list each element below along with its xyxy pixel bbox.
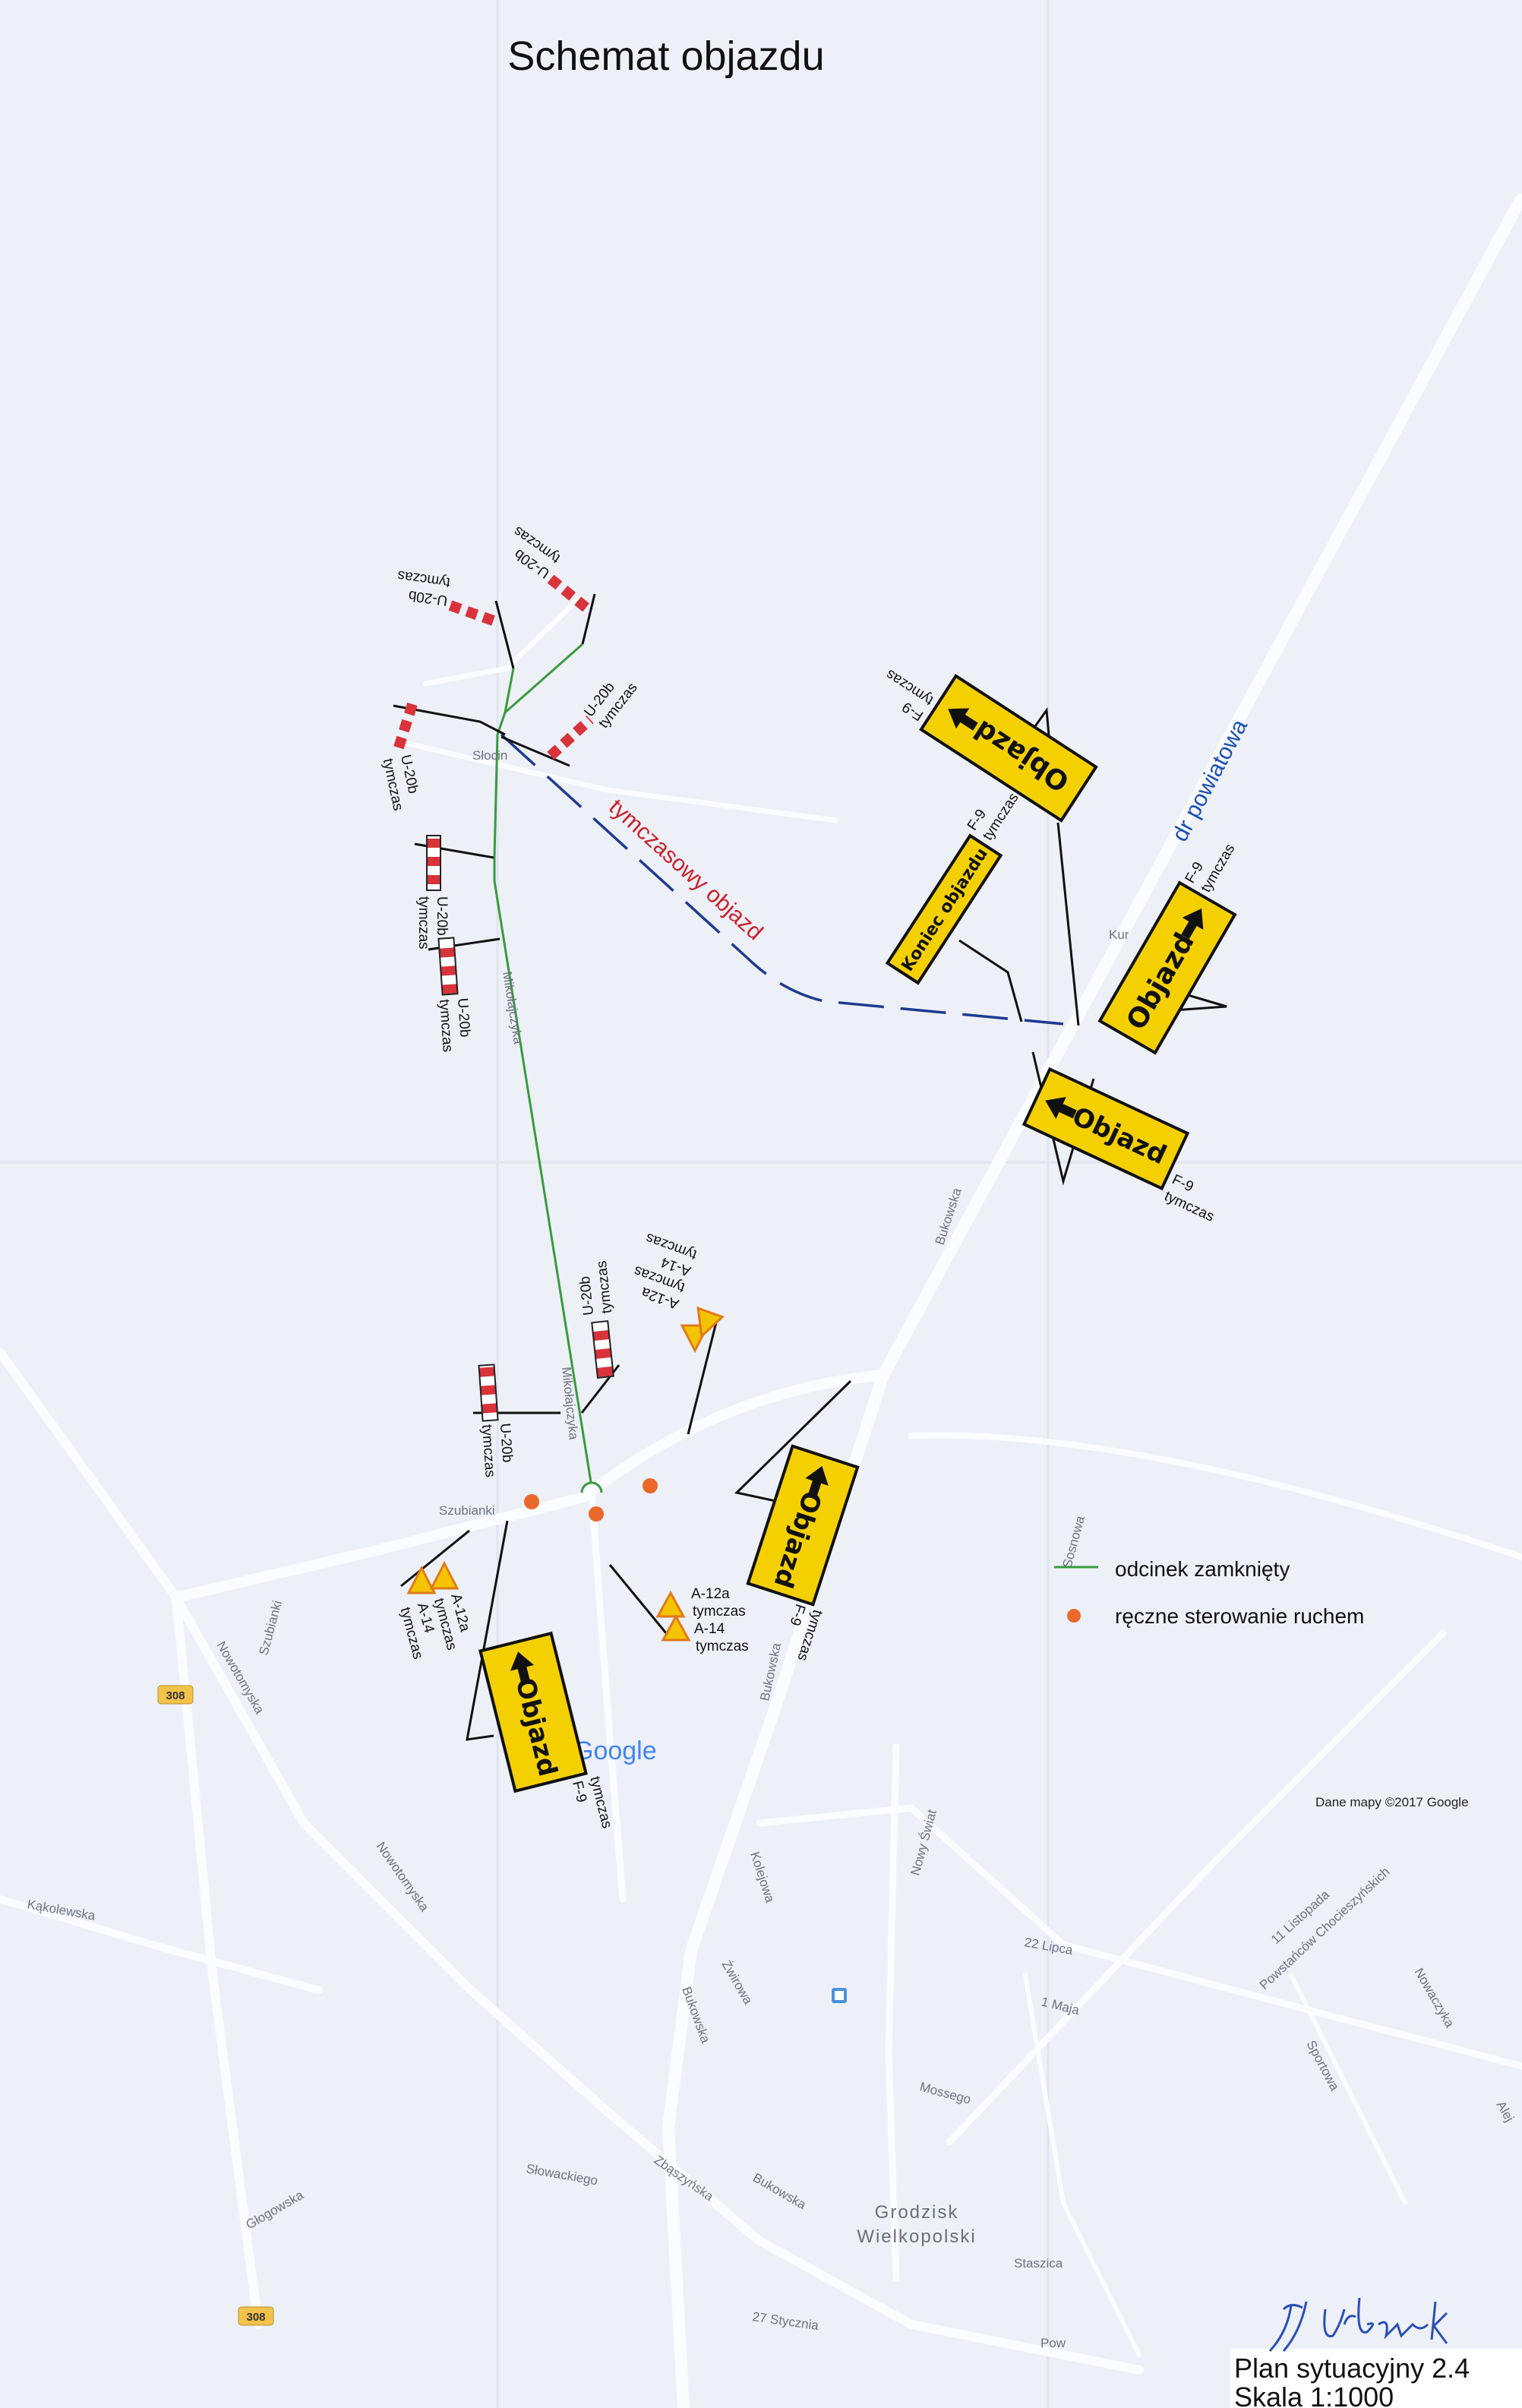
road-number: 308 bbox=[166, 1689, 185, 1702]
road-number-badge: 308 bbox=[238, 2306, 274, 2326]
barrier-u20b: U-20b tymczas bbox=[380, 702, 421, 812]
street-label: Staszica bbox=[1014, 2256, 1063, 2271]
barrier-code: U-20b bbox=[454, 997, 473, 1038]
parking-icon bbox=[832, 1988, 847, 2003]
base-roads bbox=[0, 194, 1522, 2408]
county-road-label: dr powiatowa bbox=[1167, 715, 1252, 845]
sign-code: F-9 bbox=[569, 1779, 589, 1804]
barrier-code: U-20b bbox=[434, 896, 450, 936]
town-name-line1: Grodzisk bbox=[875, 2202, 959, 2223]
arrow-icon bbox=[1045, 1097, 1077, 1120]
street-label: Nowaczyka bbox=[1412, 1966, 1457, 2030]
sign-label: Koniec objazdu bbox=[898, 845, 992, 975]
barrier-u20b: U-20b tymczas bbox=[478, 1364, 516, 1478]
manual-control-points bbox=[524, 1478, 658, 1522]
warning-signs-a12a-a14: A-12a tymczas A-14 tymczas bbox=[655, 1586, 749, 1654]
warning-signs-a12a-a14: A-12a tymczas A-14 tymczas bbox=[632, 1230, 725, 1354]
barrier-note: tymczas bbox=[436, 999, 456, 1053]
street-label: Słocin bbox=[472, 748, 507, 763]
barrier-note: tymczas bbox=[415, 896, 431, 950]
arrow-icon bbox=[948, 708, 978, 731]
sign-code: A-14 bbox=[694, 1621, 725, 1637]
street-label: 1 Maja bbox=[1040, 1994, 1082, 2018]
sign-note: tymczas bbox=[696, 1639, 749, 1654]
barrier-code: U-20b bbox=[497, 1423, 516, 1463]
arrow-icon bbox=[1181, 909, 1204, 940]
warning-triangle-icon bbox=[655, 1590, 686, 1618]
street-label: Szubianki bbox=[439, 1503, 495, 1518]
legend-closed-section-label: odcinek zamknięty bbox=[1115, 1557, 1290, 1581]
manual-control-dot bbox=[589, 1506, 604, 1522]
detour-route-line bbox=[500, 733, 1064, 1025]
google-logo: Google bbox=[573, 1736, 657, 1765]
page-title: Schemat objazdu bbox=[507, 33, 824, 79]
street-label: 27 Stycznia bbox=[751, 2309, 819, 2333]
barrier-note: tymczas bbox=[594, 1260, 615, 1315]
plan-title: Plan sytuacyjny 2.4 bbox=[1234, 2353, 1470, 2384]
street-label: Szubianki bbox=[257, 1599, 285, 1657]
warning-triangle-icon bbox=[406, 1565, 437, 1594]
closed-section-end-cap bbox=[580, 1481, 603, 1493]
detour-sign-f9: Objazd F-9 tymczas bbox=[883, 666, 1098, 823]
arrow-icon bbox=[805, 1466, 829, 1498]
legend-manual-control-swatch bbox=[1067, 1609, 1081, 1623]
barrier-note: tymczas bbox=[396, 567, 451, 590]
detour-end-sign-f9: Koniec objazdu F-9 tymczas bbox=[885, 790, 1022, 985]
manual-control-dot bbox=[524, 1494, 539, 1509]
warning-signs-a12a-a14: A-12a tymczas A-14 tymczas bbox=[397, 1560, 473, 1661]
street-label: Mossego bbox=[918, 2080, 973, 2107]
barrier-u20b: U-20b tymczas bbox=[577, 1260, 615, 1379]
plan-scale: Skala 1:1000 bbox=[1234, 2381, 1394, 2408]
street-label: Żwirowa bbox=[719, 1958, 756, 2008]
detour-label: tymczasowy objazd bbox=[604, 795, 767, 946]
street-label: Bukowska bbox=[750, 2170, 809, 2212]
sign-code: A-12a bbox=[691, 1586, 730, 1602]
sign-note: tymczas bbox=[693, 1604, 746, 1620]
signature bbox=[1268, 2297, 1448, 2353]
legend: odcinek zamknięty ręczne sterowanie ruch… bbox=[1054, 1557, 1364, 1628]
barrier-u20b: U-20b tymczas bbox=[415, 835, 450, 950]
street-label: Głogowska bbox=[244, 2188, 307, 2233]
street-label: Słowackiego bbox=[525, 2161, 598, 2188]
street-label: Sosnowa bbox=[1060, 1514, 1088, 1569]
arrow-icon bbox=[510, 1651, 535, 1684]
barrier-code: U-20b bbox=[577, 1275, 597, 1316]
barrier-u20b: U-20b tymczas bbox=[396, 567, 502, 628]
barrier-u20b: U-20b tymczas bbox=[436, 937, 473, 1053]
street-label: Alej bbox=[1494, 2099, 1517, 2125]
barrier-note: tymczas bbox=[478, 1424, 498, 1478]
footer-box bbox=[1230, 2349, 1522, 2408]
street-label: Mikołajczyka bbox=[500, 971, 526, 1046]
street-label: Pow bbox=[1040, 2336, 1066, 2350]
town-name-line2: Wielkopolski bbox=[857, 2226, 976, 2247]
warning-triangle-icon bbox=[696, 1306, 725, 1338]
map-attribution: Dane mapy ©2017 Google bbox=[1315, 1795, 1469, 1809]
warning-triangle-icon bbox=[661, 1613, 691, 1642]
barrier-u20b: U-20b tymczas bbox=[547, 679, 641, 760]
street-label: Mikołajczyka bbox=[559, 1366, 581, 1440]
detour-sign-f9: Objazd F-9 tymczas bbox=[478, 1631, 615, 1830]
closed-section-line bbox=[493, 668, 592, 1483]
street-label: Nowy Świat bbox=[908, 1808, 939, 1877]
manual-control-dot bbox=[643, 1478, 658, 1493]
detour-sign-f9: Objazd F-9 tymczas bbox=[1022, 1067, 1217, 1225]
road-number-badge: 308 bbox=[157, 1685, 194, 1705]
street-label: Kolejowa bbox=[747, 1850, 778, 1904]
legend-manual-control-label: ręczne sterowanie ruchem bbox=[1115, 1604, 1364, 1628]
barrier-code: U-20b bbox=[408, 587, 449, 608]
street-label: Kur bbox=[1109, 927, 1129, 942]
street-label: Zbąszyńska bbox=[652, 2153, 717, 2204]
road-number: 308 bbox=[246, 2311, 265, 2324]
closed-section-branch bbox=[504, 643, 583, 714]
warning-triangle-icon bbox=[429, 1560, 459, 1590]
